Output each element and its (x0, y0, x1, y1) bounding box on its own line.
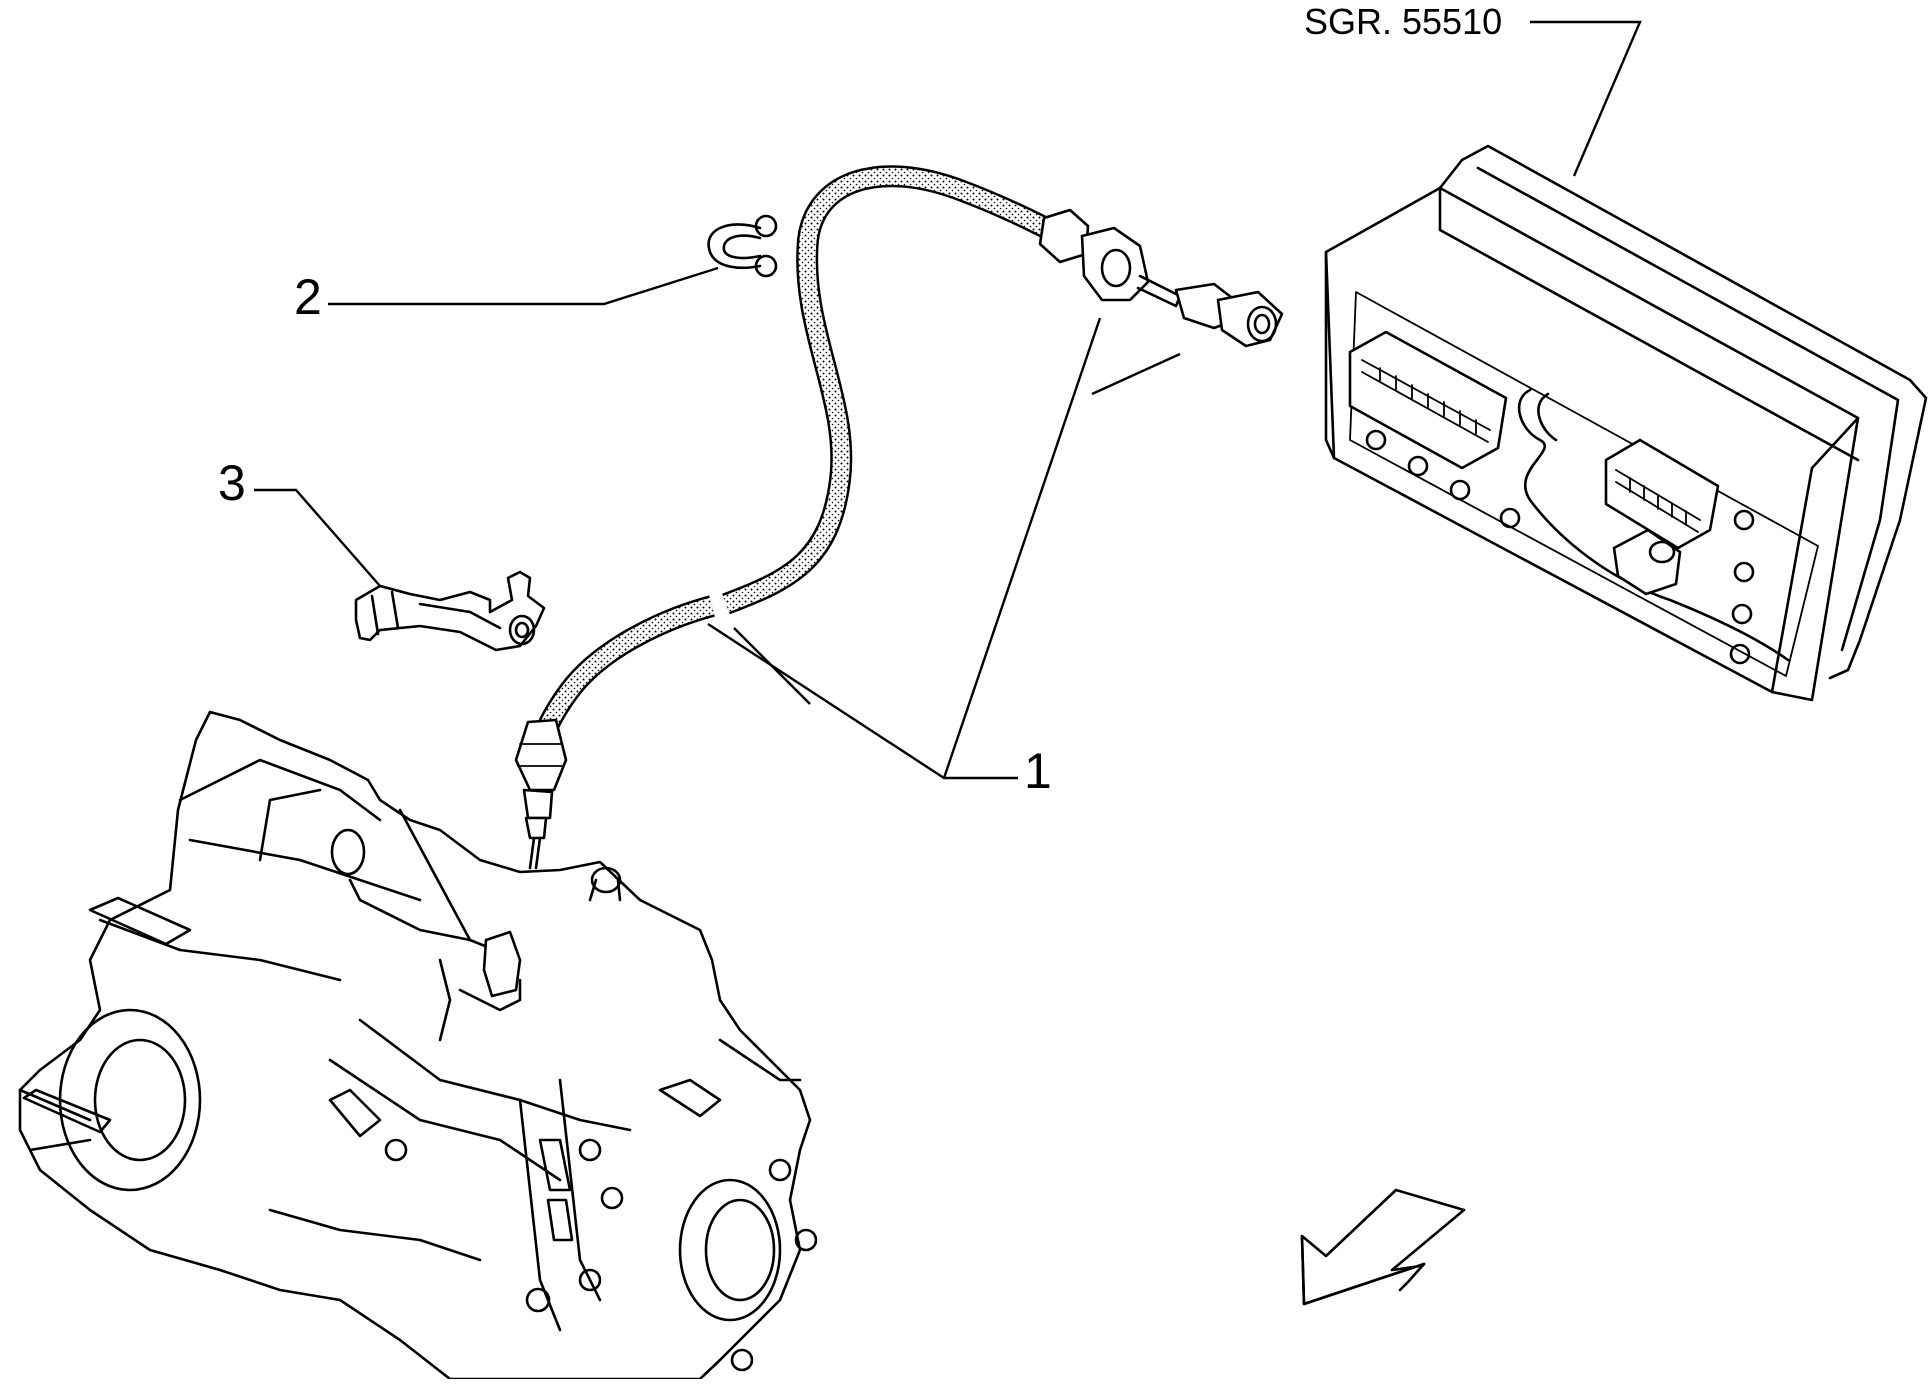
callout-3: 3 (218, 455, 246, 511)
retaining-clip (707, 214, 778, 278)
leader-lines (254, 20, 1642, 780)
callout-1: 1 (1024, 743, 1052, 799)
callout-2: 2 (294, 269, 322, 325)
cable-bracket (354, 570, 546, 652)
instrument-cluster (1324, 144, 1928, 702)
gearbox (18, 710, 818, 1381)
reference-number: SGR. 55510 (1304, 1, 1503, 42)
direction-arrow-icon (1300, 1188, 1466, 1306)
speedometer-cable (514, 165, 1284, 870)
